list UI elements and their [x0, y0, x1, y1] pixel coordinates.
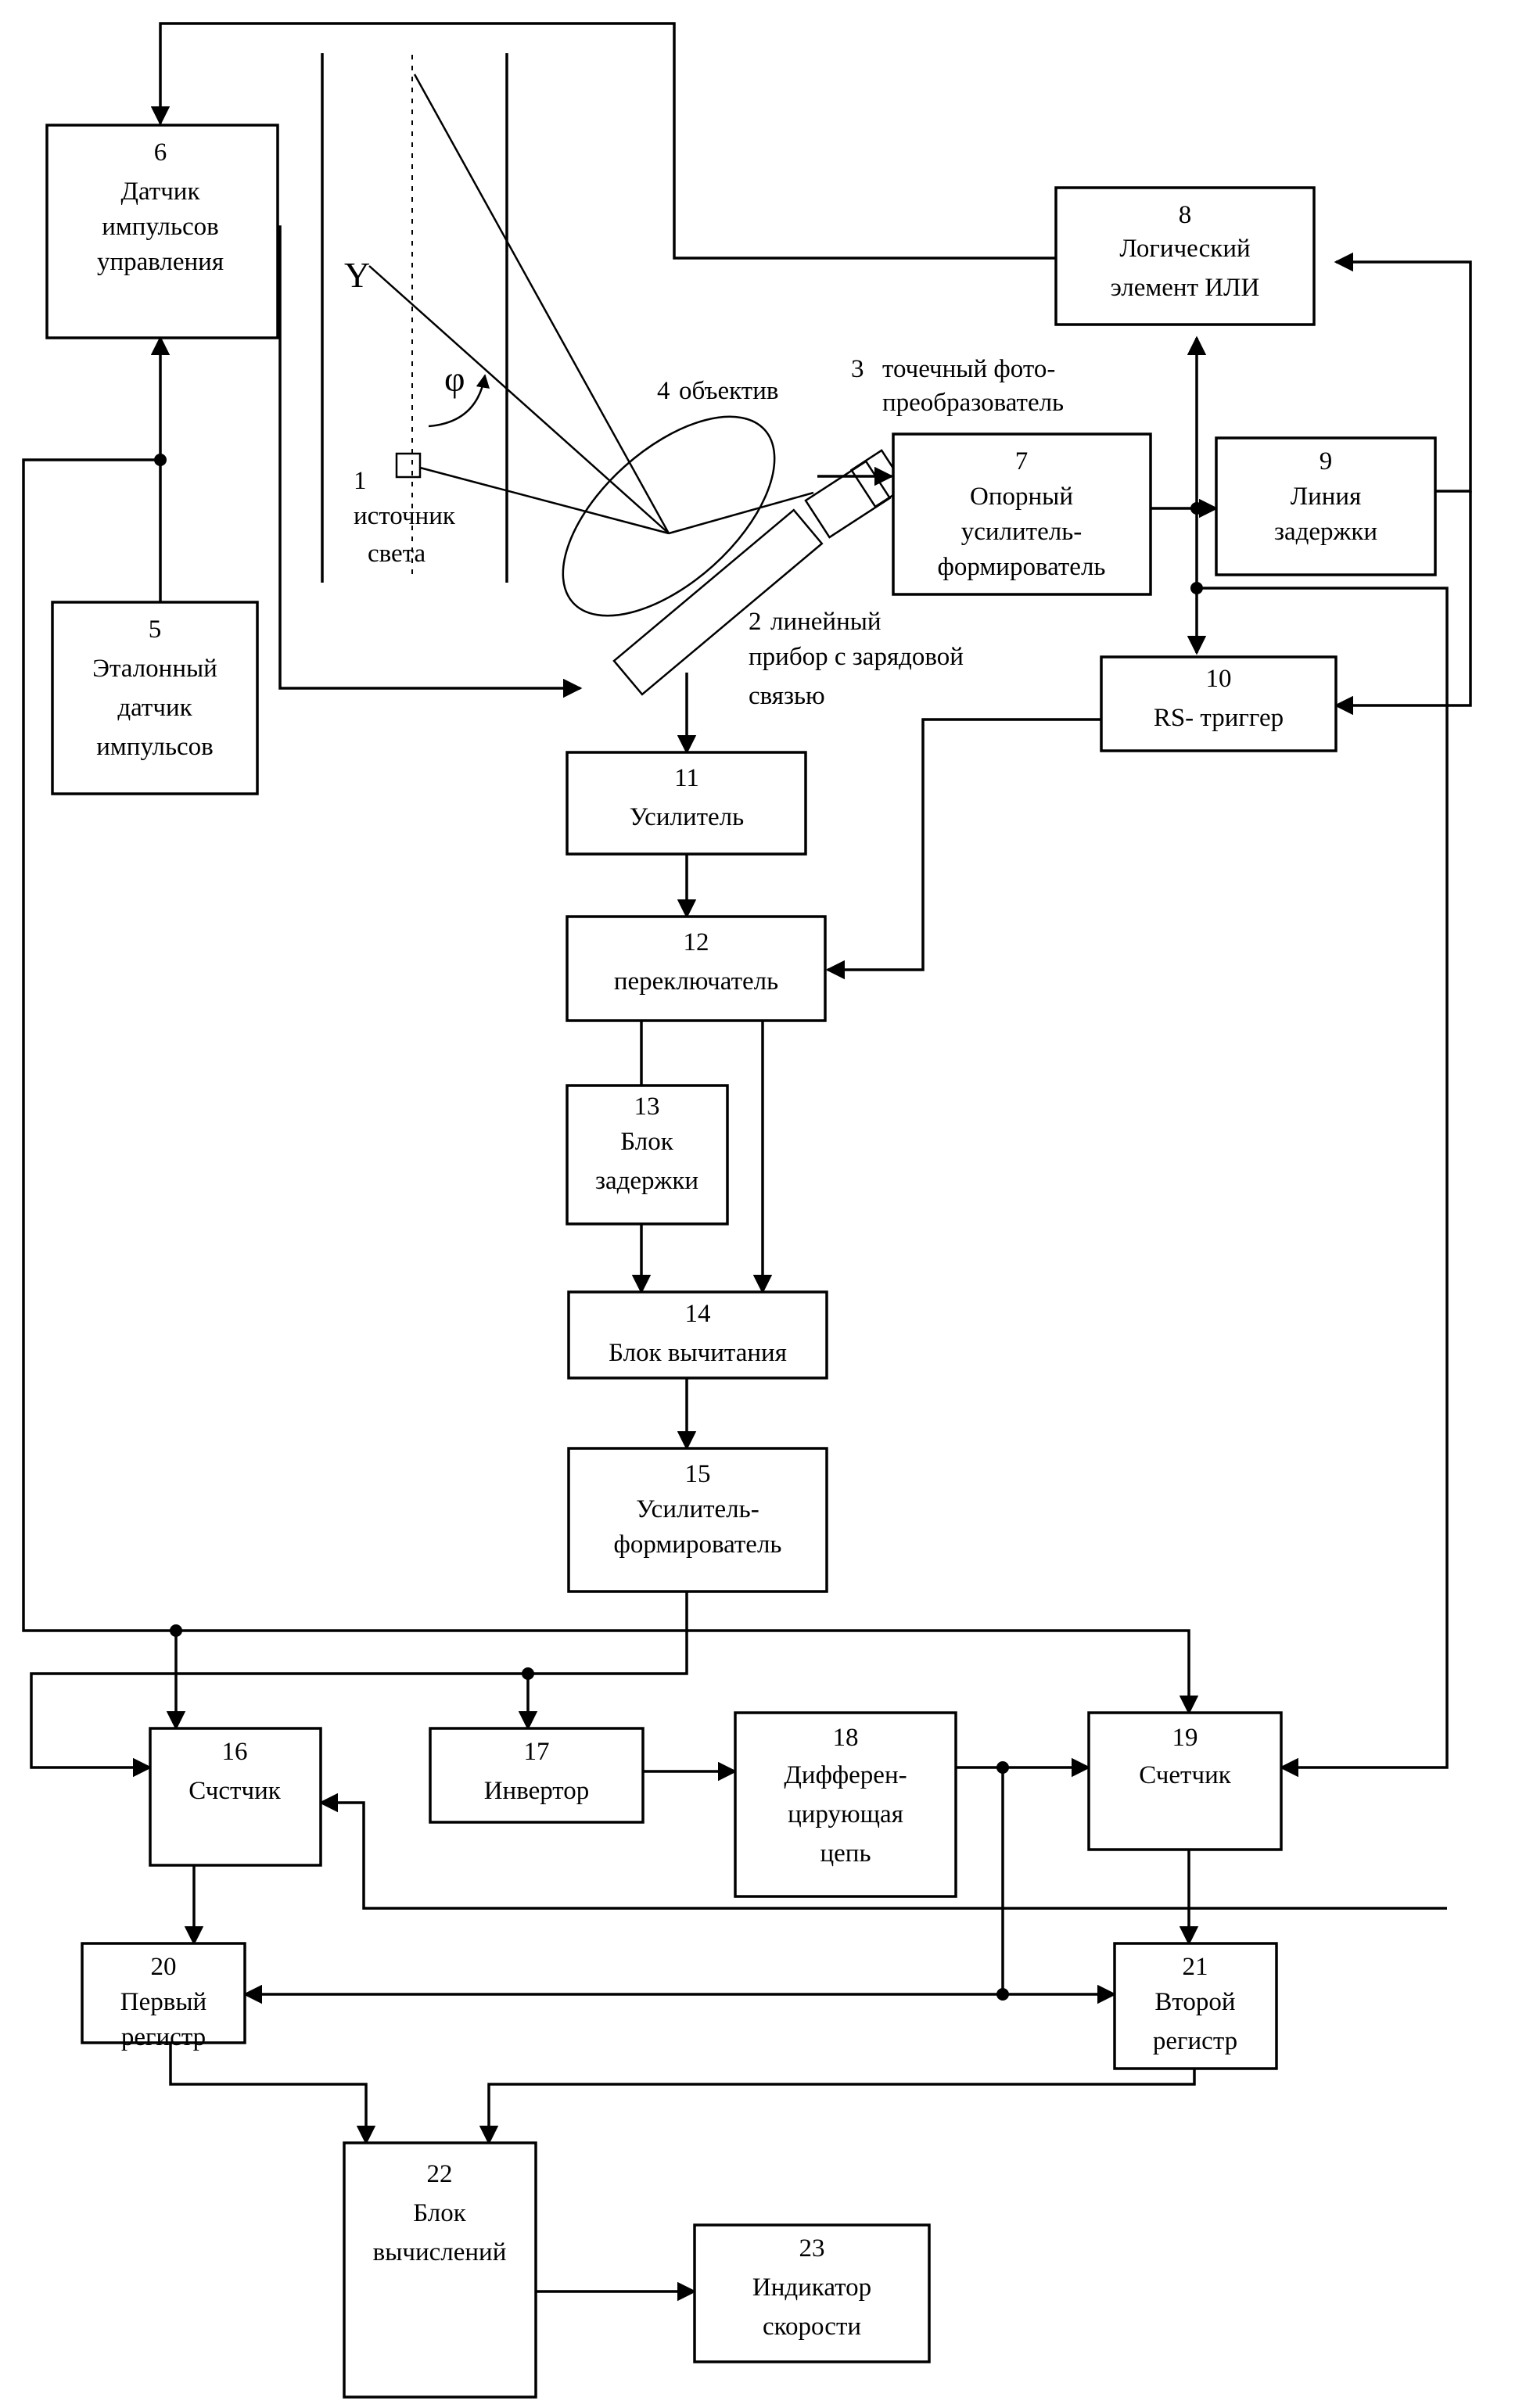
svg-text:связью: связью	[749, 682, 825, 710]
svg-text:Блок: Блок	[620, 1128, 673, 1156]
svg-text:16: 16	[222, 1738, 248, 1766]
svg-text:20: 20	[151, 1953, 177, 1981]
svg-text:скорости: скорости	[763, 2313, 861, 2341]
label-4-objective: 4 объектив	[657, 377, 778, 405]
label-2-linear-ccd: 2 линейный прибор с зарядовой связью	[749, 608, 964, 710]
svg-text:Опорный: Опорный	[970, 483, 1073, 511]
svg-text:объектив: объектив	[679, 377, 778, 405]
svg-text:18: 18	[833, 1724, 859, 1752]
svg-text:Блок вычитания: Блок вычитания	[609, 1339, 787, 1367]
svg-text:1: 1	[354, 467, 367, 495]
svg-text:23: 23	[799, 2234, 825, 2263]
svg-text:15: 15	[685, 1460, 711, 1488]
svg-text:Индикатор: Индикатор	[752, 2273, 871, 2302]
svg-text:2: 2	[749, 608, 762, 636]
svg-text:12: 12	[684, 928, 709, 956]
svg-text:света: света	[368, 540, 426, 568]
svg-text:22: 22	[427, 2160, 453, 2188]
svg-text:19: 19	[1172, 1724, 1198, 1752]
axis-y-symbol: Y	[344, 255, 370, 295]
svg-text:регистр: регистр	[1153, 2027, 1237, 2055]
svg-text:6: 6	[154, 138, 167, 167]
svg-text:источник: источник	[354, 502, 456, 530]
svg-text:Второй: Второй	[1154, 1988, 1235, 2016]
svg-text:17: 17	[524, 1738, 550, 1766]
svg-text:11: 11	[674, 764, 699, 792]
svg-text:Логический: Логический	[1119, 235, 1250, 263]
svg-text:задержки: задержки	[595, 1167, 698, 1195]
angle-phi-symbol: φ	[444, 359, 465, 399]
svg-text:3: 3	[851, 355, 864, 383]
svg-text:импульсов: импульсов	[102, 213, 219, 241]
svg-text:Инвертор: Инвертор	[484, 1777, 590, 1805]
svg-text:Счстчик: Счстчик	[189, 1777, 281, 1805]
svg-text:элемент ИЛИ: элемент ИЛИ	[1111, 274, 1260, 302]
svg-text:Блок: Блок	[413, 2199, 466, 2227]
svg-text:цепь: цепь	[820, 1839, 871, 1868]
svg-text:точечный фото-: точечный фото-	[882, 355, 1055, 383]
svg-text:импульсов: импульсов	[96, 733, 214, 761]
svg-text:датчик: датчик	[117, 694, 192, 722]
svg-text:формирователь: формирователь	[614, 1531, 782, 1559]
svg-text:Дифферен-: Дифферен-	[784, 1761, 907, 1789]
svg-text:Первый: Первый	[120, 1988, 206, 2016]
svg-text:Усилитель-: Усилитель-	[636, 1495, 759, 1523]
svg-text:Счетчик: Счетчик	[1139, 1761, 1231, 1789]
label-1-light-source: 1 источник света	[354, 467, 456, 568]
svg-text:Эталонный: Эталонный	[92, 655, 217, 683]
label-3-point-photoconverter: 3 точечный фото- преобразователь	[851, 355, 1064, 417]
svg-text:10: 10	[1206, 665, 1232, 693]
svg-text:Усилитель: Усилитель	[630, 803, 744, 831]
svg-text:9: 9	[1320, 447, 1333, 475]
svg-text:21: 21	[1183, 1953, 1208, 1981]
svg-text:линейный: линейный	[770, 608, 881, 636]
svg-text:цирующая: цирующая	[788, 1800, 903, 1828]
svg-text:7: 7	[1015, 447, 1029, 475]
svg-text:управления: управления	[97, 248, 224, 276]
svg-text:усилитель-: усилитель-	[961, 518, 1083, 546]
svg-text:Линия: Линия	[1291, 483, 1362, 511]
optical-scene: Y φ	[322, 53, 906, 694]
svg-text:5: 5	[149, 615, 162, 644]
svg-text:8: 8	[1179, 201, 1192, 229]
svg-text:прибор с зарядовой: прибор с зарядовой	[749, 643, 964, 671]
svg-text:4: 4	[657, 377, 670, 405]
svg-text:формирователь: формирователь	[938, 553, 1106, 581]
svg-text:регистр: регистр	[121, 2023, 206, 2051]
svg-text:14: 14	[685, 1300, 711, 1328]
svg-text:вычислений: вычислений	[373, 2238, 507, 2266]
svg-text:переключатель: переключатель	[614, 967, 778, 996]
svg-text:RS- триггер: RS- триггер	[1154, 704, 1284, 732]
svg-text:Датчик: Датчик	[120, 178, 200, 206]
svg-text:преобразователь: преобразователь	[882, 389, 1064, 417]
svg-text:задержки: задержки	[1274, 518, 1377, 546]
svg-text:13: 13	[634, 1093, 660, 1121]
